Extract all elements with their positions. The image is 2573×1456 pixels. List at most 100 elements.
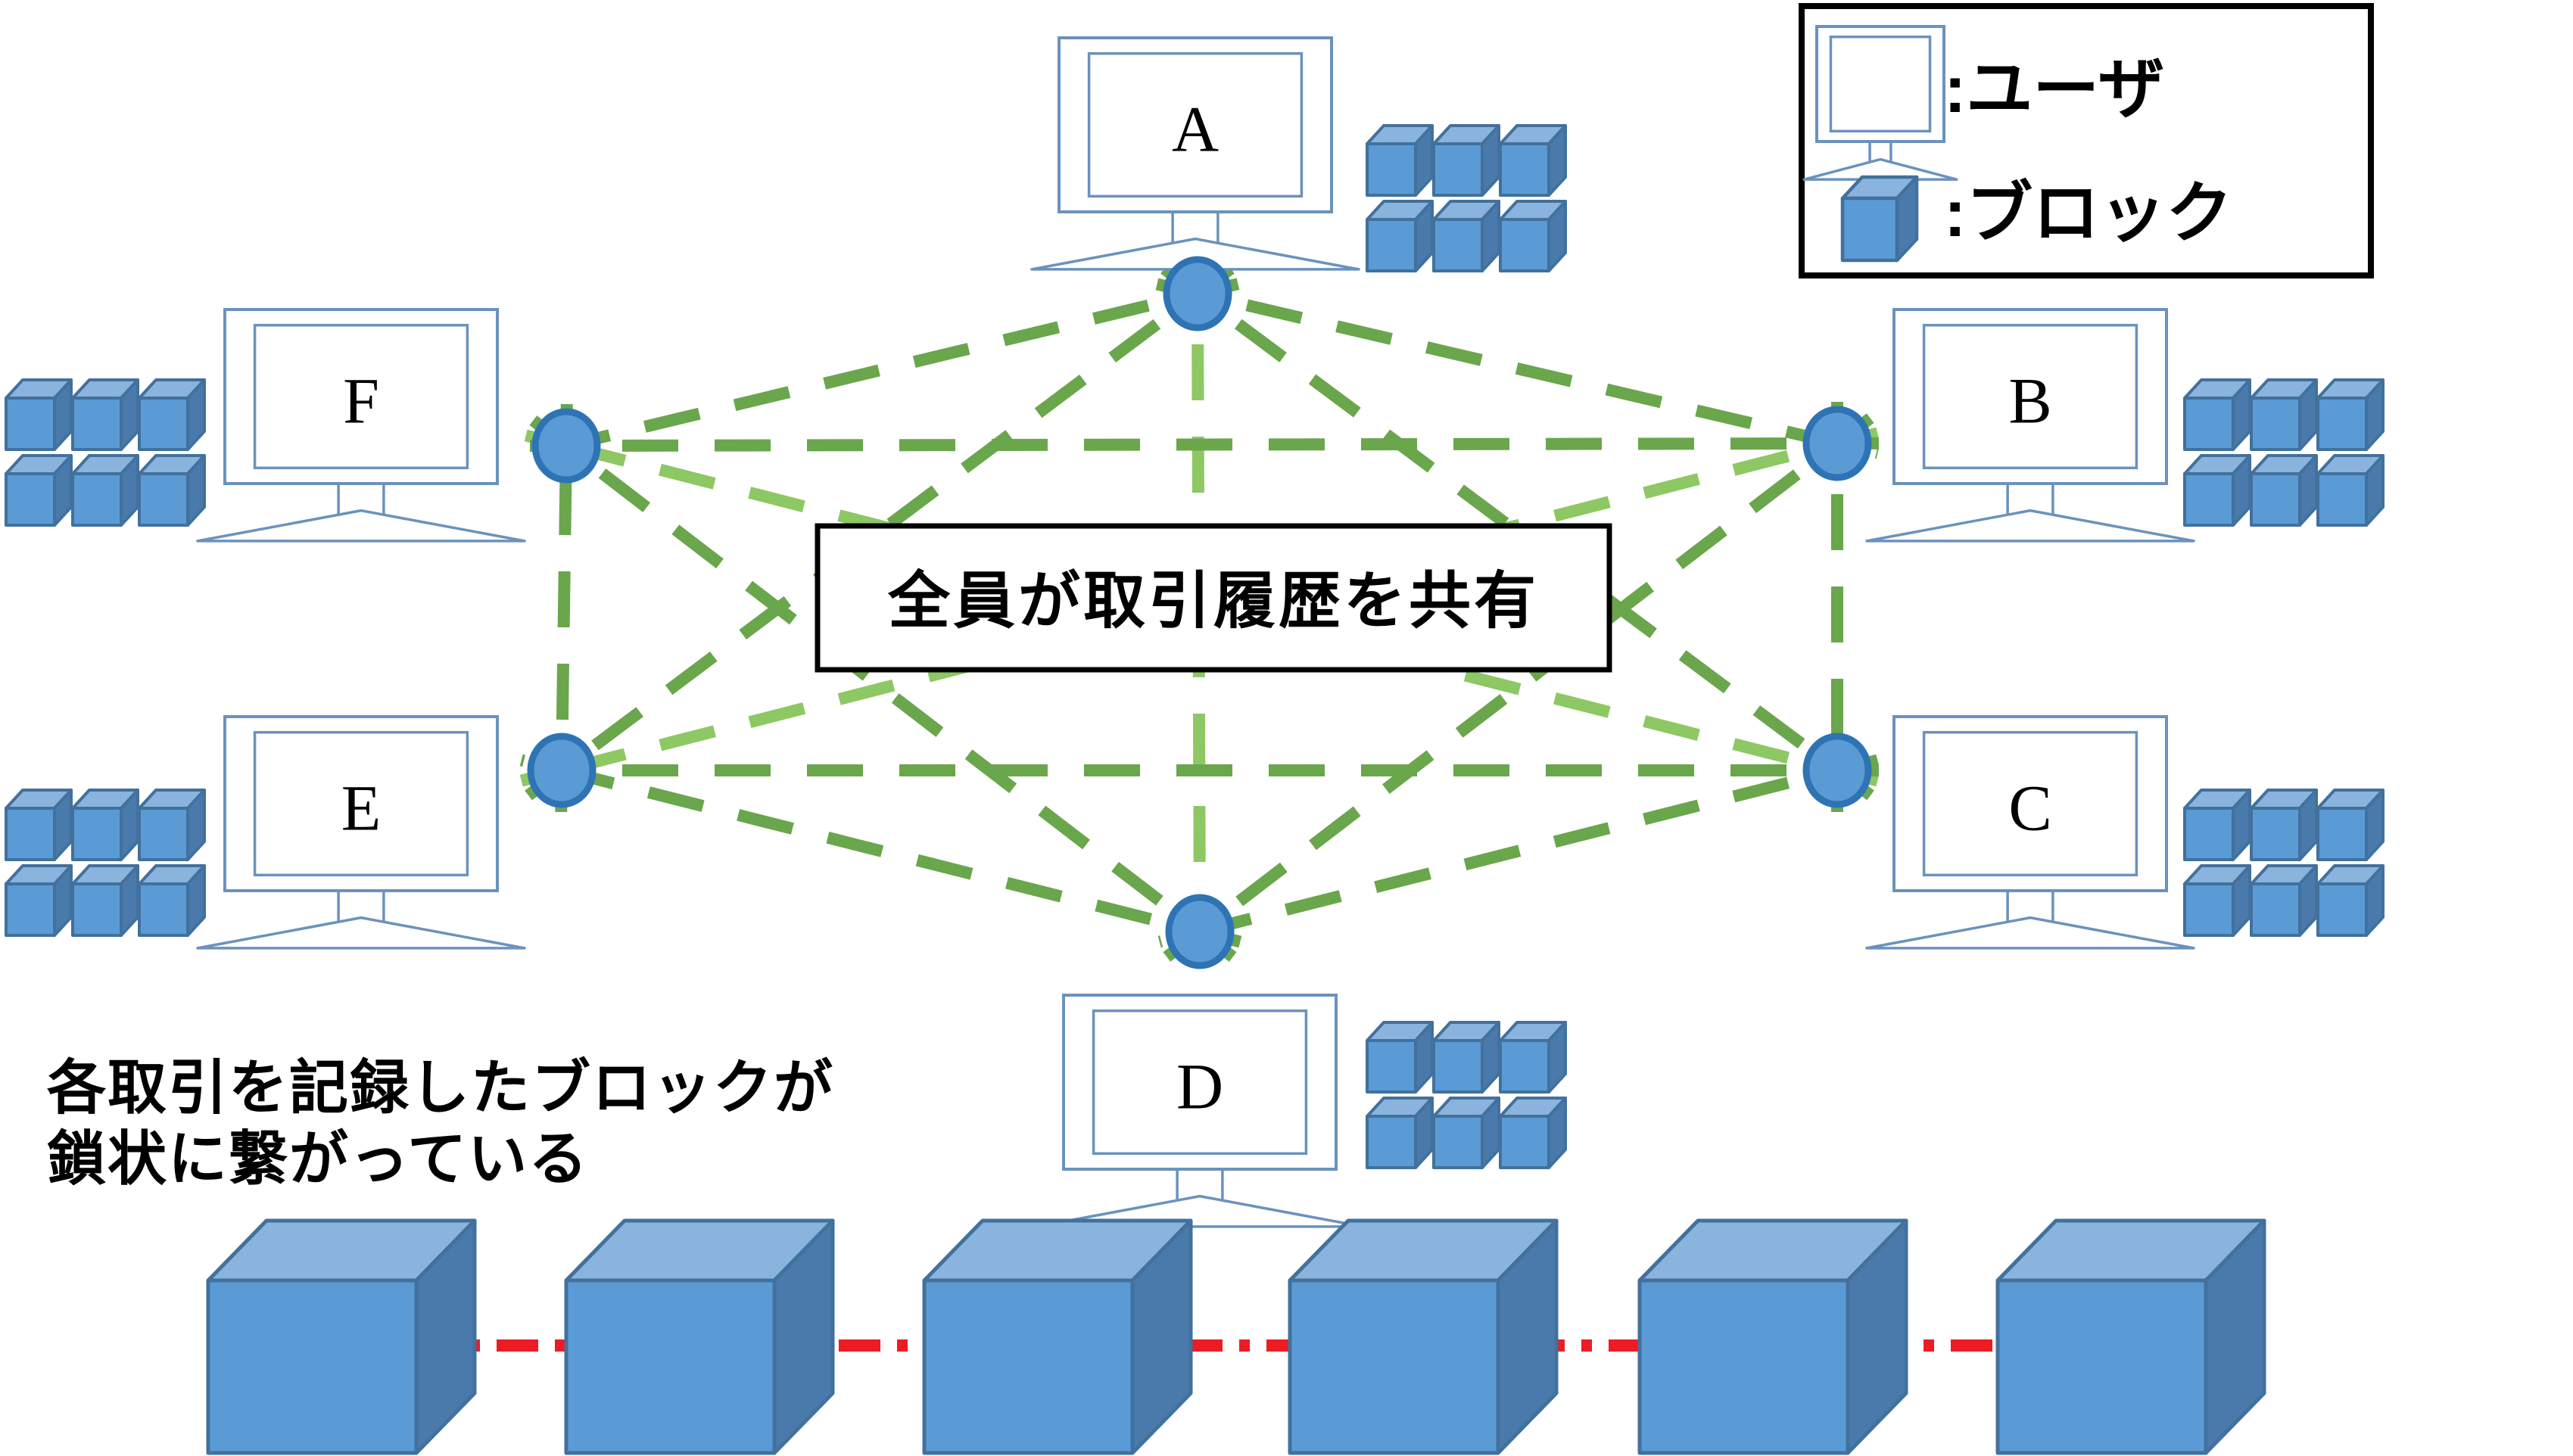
computer-B: B bbox=[1865, 308, 2195, 543]
monitor-label: E bbox=[341, 772, 382, 845]
monitor-label: B bbox=[2008, 365, 2051, 437]
block-cube bbox=[2250, 454, 2318, 527]
chain-block-4 bbox=[1288, 1218, 1559, 1455]
monitor-label: A bbox=[1172, 93, 1219, 166]
monitor-base bbox=[1865, 916, 2195, 950]
cube-front-face bbox=[1366, 1039, 1417, 1094]
cube-front-face bbox=[922, 1278, 1135, 1455]
cube-front-face bbox=[5, 882, 56, 937]
node-D bbox=[1165, 894, 1235, 969]
network-nodes bbox=[527, 256, 1872, 969]
computer-E: E bbox=[196, 715, 526, 950]
block-cube bbox=[1499, 1021, 1567, 1094]
cube-front-face bbox=[2183, 882, 2235, 937]
cube-front-face bbox=[2316, 882, 2368, 937]
cube-front-face bbox=[2183, 807, 2235, 861]
edge-C-D bbox=[1157, 754, 1880, 948]
block-cube bbox=[2316, 789, 2385, 861]
monitor-base bbox=[196, 916, 526, 950]
edge-B-D bbox=[1163, 413, 1874, 962]
cube-front-face bbox=[1366, 218, 1417, 272]
monitor-screen bbox=[1087, 51, 1304, 198]
edge-D-E bbox=[519, 754, 1242, 948]
block-cube bbox=[71, 378, 139, 451]
chain-block-2 bbox=[564, 1218, 835, 1455]
block-cube bbox=[2250, 864, 2318, 937]
chain-block-5 bbox=[1637, 1218, 1908, 1455]
node-A bbox=[1163, 256, 1232, 331]
cube-front-face bbox=[71, 807, 123, 861]
cube-front-face bbox=[138, 807, 189, 861]
edge-A-E bbox=[525, 263, 1235, 801]
share-caption-text: 全員が取引履歴を共有 bbox=[887, 567, 1539, 636]
cube-front-face bbox=[138, 882, 189, 937]
cube-front-face bbox=[1432, 1115, 1484, 1169]
cube-front-face bbox=[1499, 218, 1550, 272]
cube-front-face bbox=[1499, 142, 1550, 197]
block-cube bbox=[71, 789, 139, 861]
monitor-base bbox=[1865, 509, 2195, 543]
monitor-base bbox=[196, 509, 526, 543]
cube-front-face bbox=[1499, 1039, 1550, 1094]
block-cube bbox=[5, 454, 73, 527]
edge-D-F bbox=[529, 415, 1237, 962]
block-cube bbox=[138, 454, 206, 527]
cube-front-face bbox=[564, 1278, 777, 1455]
block-cube bbox=[138, 864, 206, 937]
share-caption-frame bbox=[815, 523, 1612, 673]
cube-front-face bbox=[2250, 882, 2301, 937]
cube-front-face bbox=[2316, 472, 2368, 527]
cube-front-face bbox=[2250, 472, 2301, 527]
cube-front-face bbox=[1432, 1039, 1484, 1094]
block-cube bbox=[1366, 1021, 1434, 1094]
node-C bbox=[1802, 733, 1872, 808]
cube-front-face bbox=[2316, 397, 2368, 451]
chain-block-1 bbox=[206, 1218, 477, 1455]
block-cube bbox=[71, 454, 139, 527]
block-cube bbox=[1432, 1097, 1500, 1169]
block-cube bbox=[1366, 124, 1434, 197]
block-cube bbox=[138, 789, 206, 861]
legend-block-label: :ブロック bbox=[1944, 176, 2232, 250]
node-B bbox=[1802, 406, 1872, 481]
block-cube bbox=[1432, 124, 1500, 197]
user-monitor-icon bbox=[1802, 25, 1958, 181]
cube-front-face bbox=[71, 882, 123, 937]
edge-A-D bbox=[1191, 251, 1207, 974]
block-cube bbox=[5, 789, 73, 861]
block-cube bbox=[5, 378, 73, 451]
block-stack-E bbox=[5, 789, 206, 937]
edge-A-B bbox=[1155, 278, 1880, 459]
block-cube bbox=[1366, 1097, 1434, 1169]
block-cube bbox=[1499, 200, 1567, 272]
cube-front-face bbox=[71, 472, 123, 527]
monitor-screen bbox=[1829, 35, 1932, 133]
block-cube bbox=[1432, 1021, 1500, 1094]
cube-front-face bbox=[2183, 397, 2235, 451]
cube-front-face bbox=[1432, 142, 1484, 197]
monitor-screen bbox=[1922, 323, 2138, 470]
block-cube bbox=[71, 864, 139, 937]
monitor-screen bbox=[253, 323, 469, 470]
block-stack-A bbox=[1366, 124, 1567, 272]
computer-A: A bbox=[1030, 36, 1360, 271]
chain-note-line2: 鎖状に繋がっている bbox=[47, 1125, 589, 1192]
block-cube bbox=[2183, 789, 2251, 861]
block-stack-C bbox=[2183, 789, 2385, 937]
cube-front-face bbox=[1499, 1115, 1550, 1169]
computer-F: F bbox=[196, 308, 526, 543]
user-monitor-icon bbox=[1802, 25, 1958, 181]
block-cube bbox=[2183, 864, 2251, 937]
block-cube bbox=[1499, 1097, 1567, 1169]
block-cube-icon bbox=[1840, 175, 1919, 263]
cube-front-face bbox=[1432, 218, 1484, 272]
block-cube bbox=[2316, 378, 2385, 451]
cube-front-face bbox=[138, 397, 189, 451]
blockchain-row bbox=[206, 1218, 2266, 1455]
cube-front-face bbox=[5, 807, 56, 861]
chain-block-3 bbox=[922, 1218, 1193, 1455]
block-cube bbox=[1366, 200, 1434, 272]
computer-D: D bbox=[1035, 994, 1365, 1228]
